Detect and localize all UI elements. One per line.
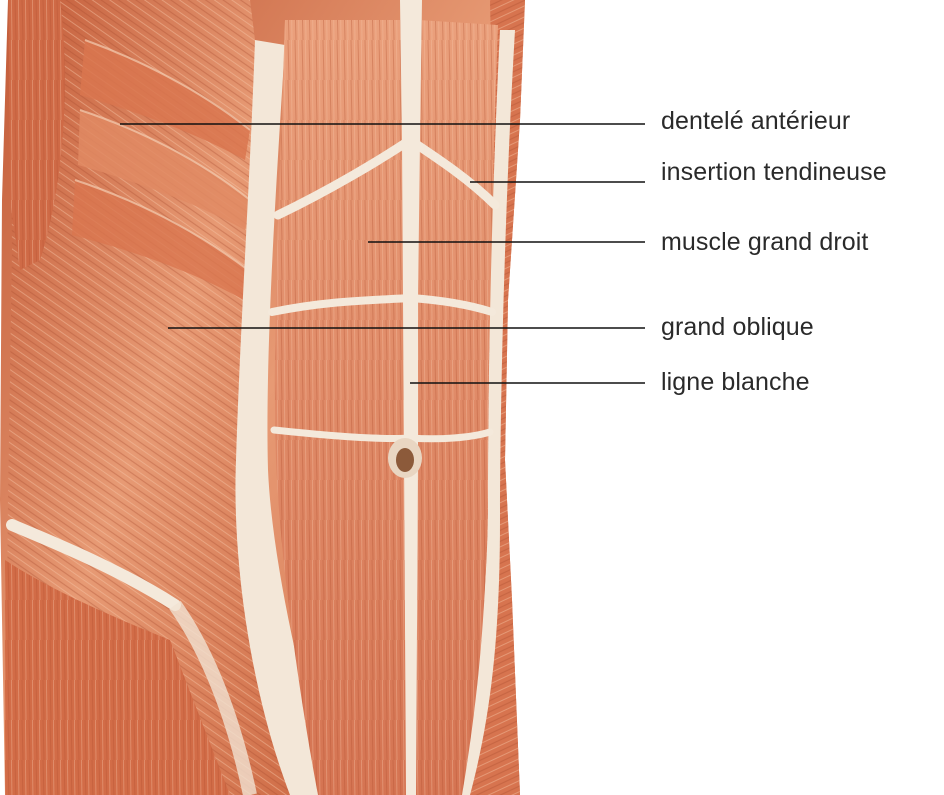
label-tendinous-insertion: insertion tendineuse [661,160,887,185]
label-rectus-abdominis: muscle grand droit [661,230,868,255]
label-serratus-anterior: dentelé antérieur [661,109,850,134]
label-linea-alba: ligne blanche [661,370,810,395]
rectus-abdominis-muscle [275,20,498,795]
label-external-oblique: grand oblique [661,315,814,340]
